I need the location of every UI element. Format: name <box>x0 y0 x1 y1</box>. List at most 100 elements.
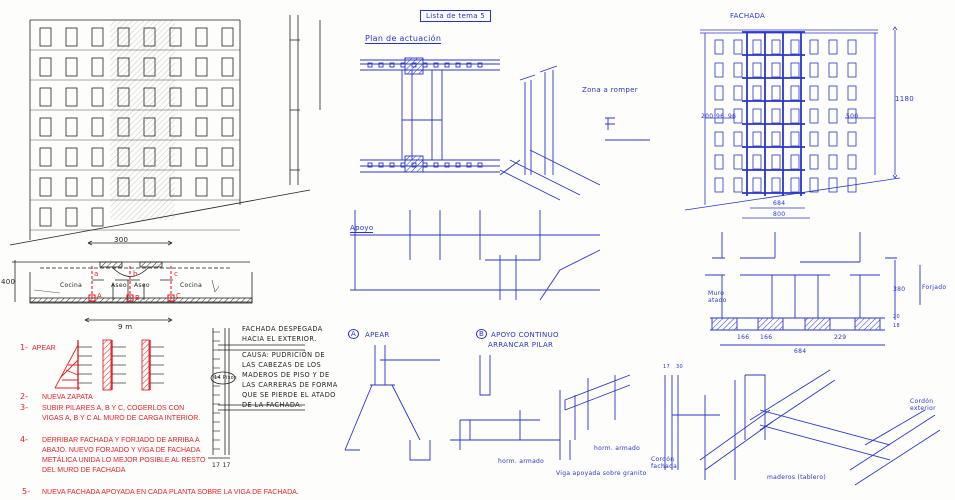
detail-b-label-2: arrancar pilar <box>488 341 554 349</box>
window <box>771 154 781 170</box>
window <box>714 62 724 78</box>
joist <box>455 62 461 68</box>
window <box>195 87 208 107</box>
joist <box>433 162 439 168</box>
window <box>39 117 52 137</box>
window <box>752 154 762 170</box>
pillar-label: b <box>133 270 138 278</box>
step-number: 2- <box>20 392 28 401</box>
section-wall-label: Muro atado <box>708 290 727 304</box>
window <box>143 57 156 77</box>
hatched-wall <box>102 339 112 391</box>
detail-dim: 30 <box>676 364 683 370</box>
step-number: 1- <box>20 343 28 352</box>
detail-b <box>450 355 561 460</box>
window <box>169 87 182 107</box>
window <box>117 27 130 47</box>
pillar-label: A <box>97 292 103 300</box>
window <box>169 27 182 47</box>
section-dim-small: 20 <box>893 314 900 320</box>
granite-label: Viga apoyada sobre granito <box>556 470 647 477</box>
window <box>65 207 78 227</box>
dim-left: 96 <box>728 113 737 120</box>
sheet-title: Lista de tema 5 <box>420 10 492 22</box>
window <box>714 131 724 147</box>
joist <box>411 62 417 68</box>
blue-floor-section <box>705 232 921 346</box>
footing <box>711 317 738 331</box>
window <box>195 27 208 47</box>
window <box>195 177 208 197</box>
concrete-label: horm. armado <box>498 458 545 465</box>
section-title: Fachada despegada hacia el exterior. <box>242 325 323 343</box>
zone-hatch <box>404 57 424 75</box>
room-label: Aseo <box>134 282 150 289</box>
section-slab-label: Forjado <box>922 284 947 291</box>
section-dims: 17 17 <box>212 462 231 469</box>
section-dim-height: 380 <box>893 286 906 293</box>
window <box>221 87 234 107</box>
window <box>771 39 781 55</box>
window <box>809 108 819 124</box>
dim-height: 400 <box>1 278 16 286</box>
window <box>91 177 104 197</box>
window <box>771 177 781 193</box>
pencil-floor-plan <box>12 240 253 323</box>
window <box>714 85 724 101</box>
window <box>733 39 743 55</box>
window <box>117 147 130 167</box>
window <box>733 154 743 170</box>
detail-a-label: Apear <box>365 331 390 339</box>
detail-b-marker: B <box>476 329 488 339</box>
zone-hatch <box>404 155 424 173</box>
window <box>752 39 762 55</box>
window <box>143 117 156 137</box>
window <box>117 117 130 137</box>
window <box>117 177 130 197</box>
detail-dim: 17 <box>663 364 670 370</box>
window <box>221 147 234 167</box>
hatched-zone <box>110 20 175 220</box>
window <box>714 39 724 55</box>
step-text: Nueva zapata <box>42 394 93 401</box>
joist <box>411 162 417 168</box>
footing <box>757 317 784 331</box>
window <box>169 177 182 197</box>
window <box>847 62 857 78</box>
window <box>809 154 819 170</box>
joist <box>466 62 472 68</box>
window <box>169 57 182 77</box>
step-text: Nueva fachada apoyada en cada planta sob… <box>42 489 299 496</box>
joist <box>455 162 461 168</box>
dim-left: 96 <box>716 113 725 120</box>
cordon-fach-label: Cordón fachada <box>651 456 678 470</box>
plan-frame <box>360 59 500 173</box>
window <box>828 177 838 193</box>
window <box>169 147 182 167</box>
side-section <box>289 15 321 185</box>
window <box>809 177 819 193</box>
window <box>65 87 78 107</box>
joist <box>389 62 395 68</box>
window <box>733 177 743 193</box>
window <box>39 177 52 197</box>
beam-sketch <box>564 374 631 460</box>
dim-inner: 684 <box>773 200 786 207</box>
section-dim-small: 18 <box>893 323 900 329</box>
window <box>714 154 724 170</box>
window <box>39 147 52 167</box>
step-number: 3- <box>20 403 28 412</box>
room-label: Cocina <box>60 282 83 289</box>
joist <box>367 62 373 68</box>
cordon-ext-label: Cordón exterior <box>910 398 936 412</box>
window <box>790 108 800 124</box>
joist <box>422 62 428 68</box>
window <box>195 57 208 77</box>
dim-outer: 800 <box>773 211 786 218</box>
tag-ellipse <box>210 371 236 385</box>
joist <box>378 62 384 68</box>
support-elevation <box>350 210 601 301</box>
step-number: 4- <box>20 435 28 444</box>
